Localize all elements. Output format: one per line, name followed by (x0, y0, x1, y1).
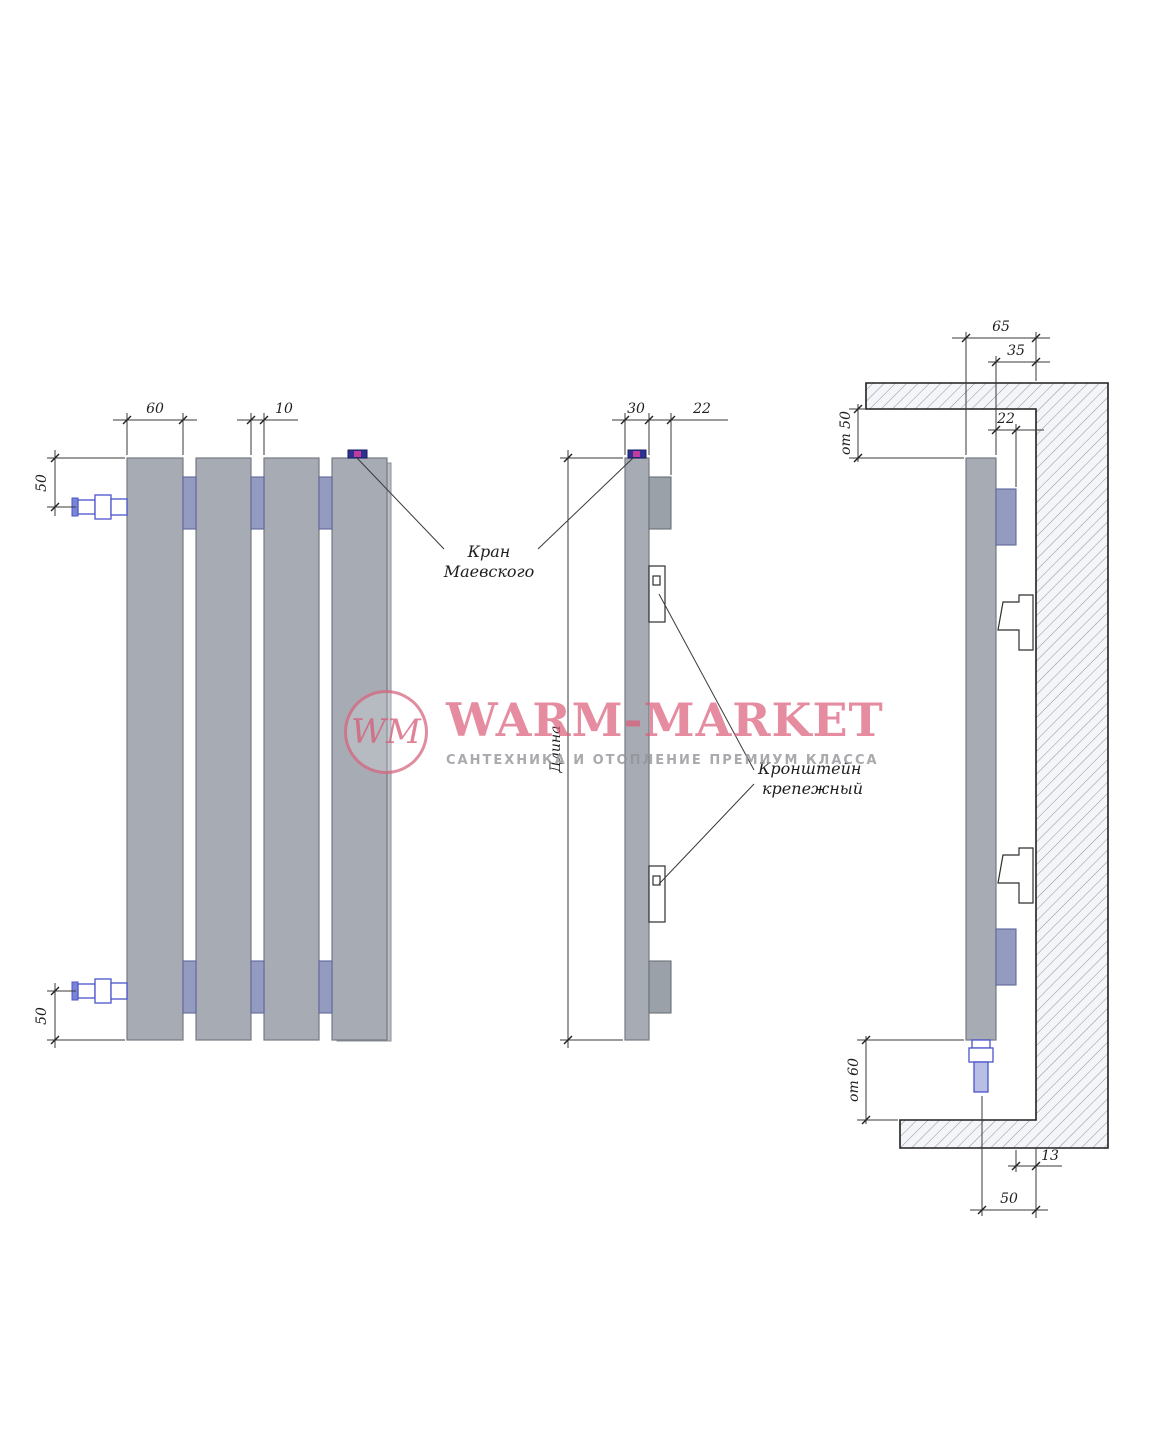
front-bottom-pipe-connection (71, 978, 128, 1004)
section-top-bracket (997, 594, 1034, 651)
dim-section-wall-gap-value: 13 (1041, 1148, 1059, 1164)
dim-side-length: Длина (548, 450, 623, 1048)
dim-section-total-depth-value: 65 (992, 319, 1010, 335)
front-panel-2 (195, 457, 252, 1041)
side-bottom-collector (648, 960, 672, 1014)
dim-side-length-label: Длина (548, 726, 564, 774)
dim-side-depth-value: 30 (627, 401, 645, 417)
dim-section-collector-depth-value: 22 (996, 411, 1015, 427)
dim-side-collector-depth-value: 22 (692, 401, 711, 417)
dim-side-depth: 30 22 (612, 401, 728, 475)
front-view: 60 10 50 50 (34, 401, 392, 1048)
front-panel-3 (263, 457, 320, 1041)
front-air-valve (347, 449, 368, 459)
air-valve-label-line1: Кран (467, 542, 511, 561)
dim-section-back-depth: 35 (988, 343, 1050, 455)
front-panel-4 (331, 457, 388, 1041)
dim-front-bottom-pipe-offset: 50 (34, 983, 125, 1048)
section-bottom-bracket (997, 847, 1034, 904)
section-panel (965, 457, 997, 1041)
dim-section-bottom-depth: 50 (970, 1096, 1048, 1216)
dim-section-bottom-clearance: от 60 (846, 1035, 964, 1125)
dim-front-panel-width-value: 60 (146, 401, 164, 417)
dim-section-wall-gap: 13 (1008, 1148, 1062, 1218)
front-bottom-collectors (182, 960, 333, 1014)
dim-front-panel-gap-value: 10 (275, 401, 293, 417)
side-bottom-bracket (648, 865, 666, 923)
side-panel (624, 457, 650, 1041)
side-view: 30 22 Длина (548, 401, 728, 1048)
section-bottom-valve (968, 1039, 994, 1093)
side-top-bracket (648, 565, 666, 623)
dim-front-panel-width: 60 (113, 401, 197, 455)
dim-section-bottom-clearance-value: от 60 (846, 1058, 862, 1102)
section-view: 65 35 22 от 50 (838, 319, 1109, 1218)
dim-section-top-clearance-value: от 50 (838, 411, 854, 455)
bracket-label-line1: Кронштейн (757, 759, 861, 778)
side-top-collector (648, 476, 672, 530)
section-bottom-collector (995, 928, 1017, 986)
callout-bracket: Кронштейн крепежный (658, 593, 863, 885)
dim-front-top-pipe-offset-value: 50 (34, 474, 50, 492)
wall-section (865, 382, 1109, 1149)
dim-section-bottom-depth-value: 50 (1000, 1191, 1018, 1207)
dim-section-back-depth-value: 35 (1007, 343, 1025, 359)
front-top-collectors (182, 476, 333, 530)
dim-front-top-pipe-offset: 50 (34, 450, 125, 516)
dim-front-panel-gap: 10 (237, 401, 298, 455)
dim-section-total-depth: 65 (952, 319, 1050, 455)
bracket-label-line2: крепежный (762, 779, 863, 798)
side-air-valve (627, 449, 647, 459)
dim-section-collector-depth: 22 (988, 411, 1044, 487)
section-top-collector (995, 488, 1017, 546)
air-valve-label-line2: Маевского (443, 562, 535, 581)
front-panel-1 (126, 457, 184, 1041)
dim-section-top-clearance: от 50 (838, 404, 964, 463)
front-top-pipe-connection (71, 494, 128, 520)
dim-front-bottom-pipe-offset-value: 50 (34, 1007, 50, 1025)
callout-air-valve: Кран Маевского (356, 457, 634, 581)
